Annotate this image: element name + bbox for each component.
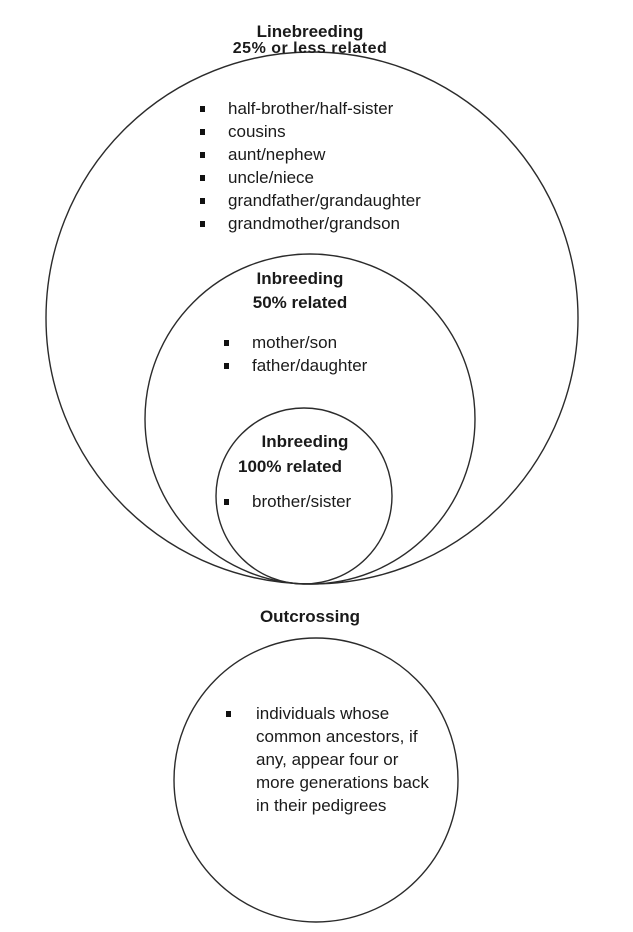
inbreeding-100-list: brother/sister: [224, 490, 351, 513]
list-item: grandmother/grandson: [200, 212, 421, 235]
list-item: cousins: [200, 120, 421, 143]
inbreeding-100-circle: [215, 407, 393, 585]
list-item: aunt/nephew: [200, 143, 421, 166]
list-item: half-brother/half-sister: [200, 97, 421, 120]
inbreeding-50-list: mother/son father/daughter: [224, 331, 367, 377]
list-item: mother/son: [224, 331, 367, 354]
list-item: grandfather/grandaughter: [200, 189, 421, 212]
inbreeding-50-subtitle: 50% related: [252, 293, 348, 312]
inbreeding-50-title: Inbreeding: [256, 269, 344, 288]
inbreeding-100-subtitle: 100% related: [238, 457, 342, 476]
inbreeding-100-title: Inbreeding: [261, 432, 349, 451]
list-item: father/daughter: [224, 354, 367, 377]
bullet-icon: [226, 711, 231, 717]
outcrossing-title: Outcrossing: [259, 607, 361, 626]
linebreeding-list: half-brother/half-sister cousins aunt/ne…: [200, 97, 421, 235]
outcrossing-description: individuals whose common ancestors, if a…: [226, 702, 436, 817]
list-item: uncle/niece: [200, 166, 421, 189]
outcrossing-circle: [173, 637, 459, 923]
linebreeding-subtitle: 25% or less related: [232, 40, 388, 57]
list-item: brother/sister: [224, 490, 351, 513]
linebreeding-title: Linebreeding: [256, 22, 364, 41]
outcrossing-description-text: individuals whose common ancestors, if a…: [256, 704, 429, 815]
